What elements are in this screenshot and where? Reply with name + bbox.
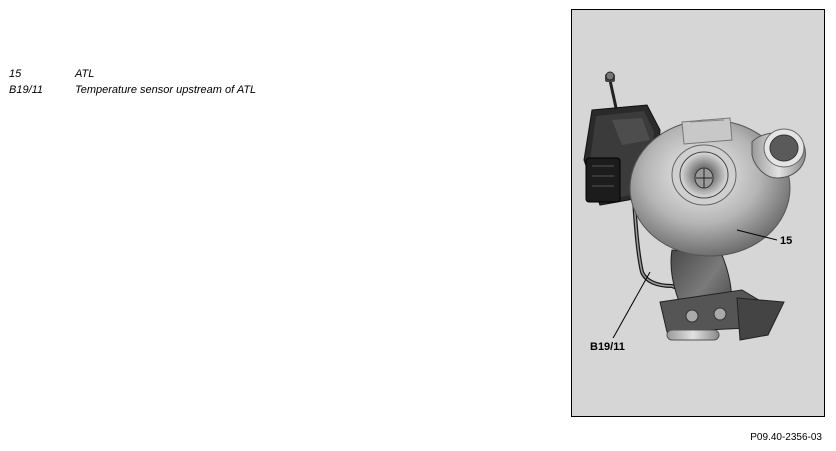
callout-leaders <box>611 229 778 341</box>
legend-item-temperature-sensor: B19/11 Temperature sensor upstream of AT… <box>9 82 256 98</box>
legend-item-atl: 15 ATL <box>9 66 256 82</box>
callout-b19-11-label: B19/11 <box>590 341 625 353</box>
compressor-outlet <box>751 128 806 179</box>
exhaust-manifold <box>659 249 785 341</box>
legend-description: ATL <box>75 68 95 80</box>
callout-15-label: 15 <box>780 235 792 247</box>
legend-code: 15 <box>9 68 22 80</box>
legend-code: B19/11 <box>9 84 44 96</box>
legend-description: Temperature sensor upstream of ATL <box>75 84 257 96</box>
callout-b19-11-background <box>588 338 634 353</box>
actuator-cable <box>605 71 618 109</box>
callout-15-background <box>777 232 797 246</box>
figure-reference-number: P09.40-2356-03 <box>750 432 822 443</box>
turbocharger-illustration: 15 B19/11 <box>583 71 806 353</box>
compressor-housing <box>629 117 791 257</box>
turbocharger-figure: 15 B19/11 <box>571 9 825 417</box>
sensor-line <box>632 199 683 292</box>
component-legend: 15 ATL B19/11 Temperature sensor upstrea… <box>9 66 256 98</box>
